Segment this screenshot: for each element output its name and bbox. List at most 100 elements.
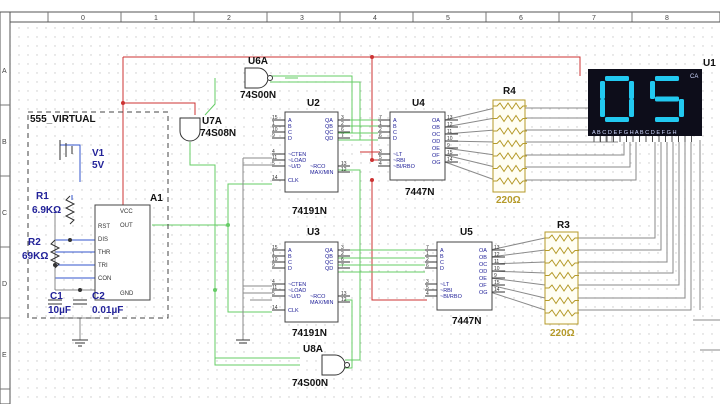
c2-ref: C2 [92, 291, 105, 302]
ground-wire[interactable] [242, 157, 272, 340]
u4-segment-wires[interactable] [444, 107, 496, 181]
pin-number: 10 [447, 136, 453, 142]
pin-number: 12 [447, 122, 453, 128]
nand-gate-u6a[interactable]: U6A 74S00N [240, 56, 276, 101]
pin-number: 13 [341, 291, 347, 297]
ruler-row-label: E [2, 352, 7, 359]
clock-wire[interactable] [152, 183, 272, 313]
u5-part: 7447N [452, 316, 481, 327]
u3-ref: U3 [307, 227, 320, 238]
segment-f [600, 81, 605, 99]
display-ca-tag: CA [690, 74, 698, 80]
seven-segment-display-u1[interactable]: U1 CA A B C D E F G H A B C D E F G H [588, 58, 716, 142]
pin-label: OA [479, 248, 487, 254]
resistor-r1[interactable]: R1 6.9KΩ [32, 191, 76, 225]
pin-label: A [288, 118, 292, 124]
pin-label: ~LOAD [288, 158, 306, 164]
resistor-r2[interactable]: R2 69KΩ [22, 237, 61, 269]
pin-number: 1 [426, 251, 429, 257]
resistor-element [493, 127, 527, 135]
r4-value: 220Ω [496, 195, 521, 206]
pin-label: QB [325, 124, 333, 130]
pin-label: ~LT [440, 282, 450, 288]
pin-label: MAX/MIN [310, 170, 334, 176]
pin-label: OA [432, 118, 440, 124]
ground-symbol [72, 339, 250, 347]
u5-segment-wires[interactable] [489, 237, 546, 311]
pin-number: 7 [341, 263, 344, 269]
pin-label: C [440, 260, 444, 266]
pin-label: D [440, 266, 444, 272]
u6a-ref: U6A [248, 56, 268, 67]
u3-part: 74191N [292, 328, 327, 339]
capacitor-c1[interactable]: C1 10µF [48, 291, 71, 316]
resistor-pack-r4[interactable]: R4 220Ω [492, 86, 527, 206]
r3-display-wires[interactable] [578, 142, 692, 311]
nand-u8-wires[interactable] [189, 142, 361, 369]
resistor-element [493, 152, 527, 160]
pin-label: OD [432, 139, 440, 145]
resistor-pack-r3[interactable]: R3 220Ω [544, 220, 579, 339]
pin-number: 10 [272, 257, 278, 263]
resistor-element [545, 309, 579, 317]
pin-number: 13 [447, 115, 453, 121]
u5-ref: U5 [460, 227, 473, 238]
pin-number: 9 [272, 133, 275, 139]
pin-label: QA [325, 118, 333, 124]
timer-pin-label: DIS [98, 237, 108, 243]
u6a-part: 74S00N [240, 90, 276, 101]
pin-number: 15 [272, 115, 278, 121]
u2-to-u4-wires[interactable] [338, 119, 378, 141]
timer-aux-wires[interactable] [55, 144, 95, 279]
display-pin-labels: A B C D E F G H A B C D E F G H [592, 130, 677, 136]
pin-number: 15 [494, 280, 500, 286]
display-tail-wires[interactable] [693, 140, 720, 351]
pin-number: 1 [379, 121, 382, 127]
pin-number: 11 [447, 129, 452, 135]
u7a-ref: U7A [202, 116, 222, 127]
pin-label: ~BI/RBO [393, 164, 416, 170]
segment-g [655, 96, 679, 102]
resistor-element [545, 284, 579, 292]
resistor-element [545, 246, 579, 255]
u7a-part: 74S08N [200, 128, 236, 139]
pin-number: 1 [272, 251, 275, 257]
pin-number: 6 [341, 127, 344, 133]
u3-to-u5-wires[interactable] [338, 249, 425, 273]
timer-ref: A1 [150, 193, 163, 204]
pin-number: 3 [341, 245, 344, 251]
u8a-ref: U8A [303, 344, 323, 355]
pin-label: ~U/D [288, 294, 301, 300]
timer-pin-label: TRI [98, 263, 108, 269]
pin-label: B [288, 124, 292, 130]
ruler-col-label: 8 [665, 15, 669, 22]
timer-name: 555_VIRTUAL [30, 114, 96, 125]
pin-number: 2 [426, 257, 429, 263]
pin-number: 6 [341, 257, 344, 263]
pin-label: OB [432, 125, 440, 131]
u1-ref: U1 [703, 58, 716, 69]
segment-a [655, 76, 679, 81]
capacitor-c2[interactable]: C2 0.01µF [73, 291, 123, 316]
pin-label: OG [432, 160, 441, 166]
pin-number: 15 [447, 150, 453, 156]
pin-label: B [440, 254, 444, 260]
v1-ref: V1 [92, 148, 105, 159]
u4-ref: U4 [412, 98, 425, 109]
pin-number: 4 [379, 161, 382, 167]
pin-number: 13 [341, 161, 347, 167]
ruler-row-label: C [2, 210, 7, 217]
and-gate-u7a[interactable]: U7A 74S08N [179, 116, 236, 142]
resistor-element [493, 164, 527, 173]
pin-number: 7 [426, 245, 429, 251]
battery-v1[interactable]: V1 5V [59, 140, 105, 171]
pin-number: 6 [379, 133, 382, 139]
nand-gate-u8a[interactable]: U8A 74S00N [292, 344, 350, 389]
